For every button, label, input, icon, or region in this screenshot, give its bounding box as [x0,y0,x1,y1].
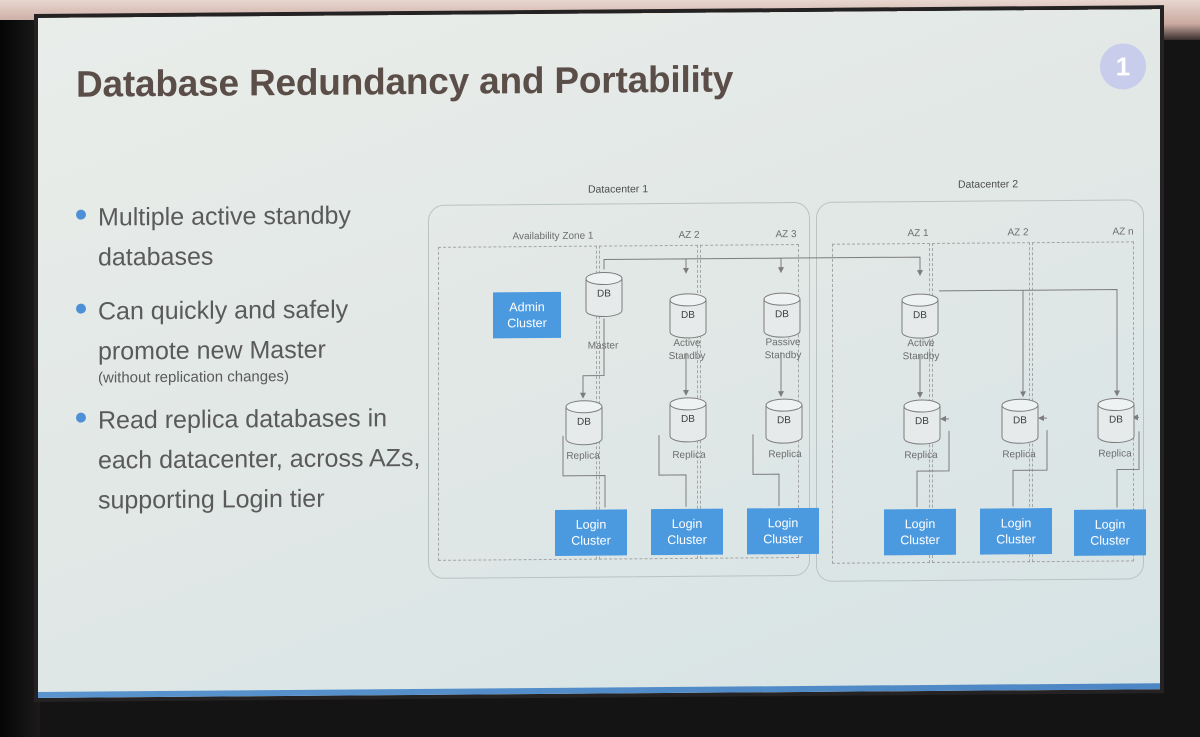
master-db-icon: DB [585,271,623,318]
active-standby-db-icon: DB [669,293,707,339]
bullet-item: Can quickly and safely promote new Maste… [68,289,428,387]
replica-label: Replica [672,449,706,462]
db-label: DB [775,309,789,321]
replica-label: Replica [768,449,802,461]
login-cluster-box: Login Cluster [1074,509,1146,556]
bullet-text: Can quickly and safely promote new Maste… [98,295,349,366]
replica-db-icon: DB [1001,398,1039,444]
replica-db-icon: DB [903,399,941,445]
room-left-wall [0,20,40,737]
db-label: DB [681,309,695,321]
replica-db-icon: DB [765,398,803,444]
replica-db-icon: DB [669,397,707,443]
bullet-item: Multiple active standby databases [68,195,428,278]
login-cluster-box: Login Cluster [884,508,956,556]
bullet-item: Read replica databases in each datacente… [68,398,428,521]
passive-standby-db-icon: DB [763,292,801,338]
slide-number-badge: 1 [1100,43,1146,90]
bullet-text: Multiple active standby databases [98,201,351,272]
login-cluster-box: Login Cluster [651,508,723,556]
db-label: DB [1013,415,1027,427]
db-role-label: Active Standby [902,337,940,363]
slide-title: Database Redundancy and Portability [76,58,734,105]
db-label: DB [1109,414,1123,426]
replica-db-icon: DB [1097,397,1135,444]
replica-label: Replica [566,450,600,462]
login-cluster-box: Login Cluster [555,509,627,556]
db-label: DB [681,413,695,425]
active-standby-db-icon: DB [901,293,939,339]
admin-cluster-label: Admin Cluster [507,300,547,331]
admin-cluster-box: Admin Cluster [493,291,561,339]
replication-connectors [562,256,1140,508]
bullet-dot-icon [76,209,86,220]
projection-screen: Database Redundancy and Portability 1 Mu… [38,9,1160,699]
db-label: DB [777,415,791,427]
replica-db-icon: DB [565,400,603,446]
bullet-text: Read replica databases in each datacente… [98,404,421,515]
db-label: DB [577,416,591,428]
db-label: DB [913,310,927,322]
slide-footer-bar [38,683,1160,698]
bullet-dot-icon [76,303,86,314]
db-role-label: Master [587,340,619,352]
login-cluster-box: Login Cluster [747,507,819,555]
login-cluster-box: Login Cluster [980,508,1052,555]
db-label: DB [597,288,611,300]
bullet-dot-icon [76,412,86,423]
replica-label: Replica [1002,449,1036,461]
db-role-label: Passive Standby [764,337,802,362]
db-label: DB [915,416,929,428]
bullet-note: (without replication changes) [98,368,289,387]
db-role-label: Active Standby [668,337,706,363]
replica-label: Replica [904,449,938,462]
architecture-diagram: Datacenter 1 Datacenter 2 Availability Z… [423,169,1146,595]
replica-label: Replica [1098,448,1132,460]
bullet-list: Multiple active standby databases Can qu… [68,195,428,535]
